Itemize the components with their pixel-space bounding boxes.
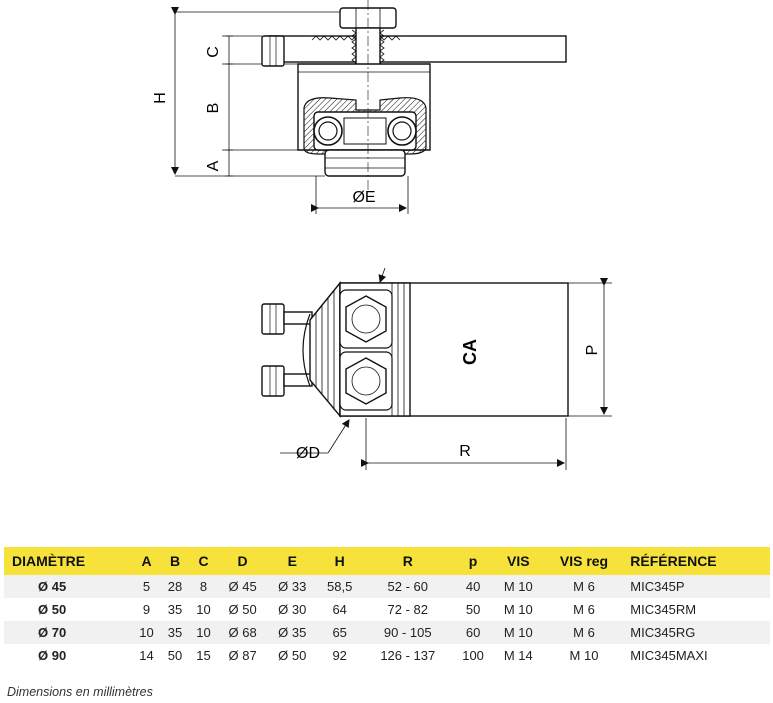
table-cell: M 10 [492,598,544,621]
table-row: Ø 90 14 50 15 Ø 87 Ø 50 92 126 - 137 100… [4,644,770,667]
table-cell: 50 [160,644,190,667]
table-cell: 100 [453,644,493,667]
table-cell: Ø 50 [4,598,133,621]
table-cell: M 10 [543,644,625,667]
table-cell: 40 [453,575,493,598]
table-cell: Ø 50 [267,644,318,667]
table-cell: 90 - 105 [362,621,454,644]
table-cell: Ø 68 [217,621,268,644]
table-cell: Ø 90 [4,644,133,667]
table-cell: 10 [132,621,161,644]
header-cell: E [267,547,318,575]
table-cell: 10 [189,621,218,644]
table-cell: M 6 [543,598,625,621]
dim-label-h: H [152,92,169,104]
dim-label-r: R [459,443,471,460]
table-cell: 60 [453,621,493,644]
table-cell: M 14 [492,644,544,667]
table-cell: Ø 70 [4,621,133,644]
header-cell: B [160,547,190,575]
header-cell: D [217,547,268,575]
table-cell: MIC345RM [624,598,770,621]
table-cell: 50 [453,598,493,621]
dim-label-c: C [205,46,222,58]
table-cell: 10 [189,598,218,621]
table-cell: Ø 87 [217,644,268,667]
table-cell: Ø 35 [267,621,318,644]
table-cell: 64 [317,598,363,621]
table-cell: 5 [132,575,161,598]
table-cell: Ø 30 [267,598,318,621]
table-cell: 92 [317,644,363,667]
header-cell: R [362,547,454,575]
table-cell: 28 [160,575,190,598]
table-cell: Ø 33 [267,575,318,598]
table-cell: M 6 [543,621,625,644]
logo-ca: CA [460,339,480,365]
table-cell: MIC345MAXI [624,644,770,667]
top-view [261,267,612,470]
header-cell: VIS reg [543,547,625,575]
dim-label-b: B [205,103,222,114]
table-cell: 35 [160,598,190,621]
table-row: Ø 45 5 28 8 Ø 45 Ø 33 58,5 52 - 60 40 M … [4,575,770,598]
table-cell: 126 - 137 [362,644,454,667]
table-cell: 15 [189,644,218,667]
table-cell: MIC345RG [624,621,770,644]
table-cell: Ø 50 [217,598,268,621]
table-cell: 65 [317,621,363,644]
header-cell: DIAMÈTRE [4,547,133,575]
table-cell: Ø 45 [217,575,268,598]
spec-table: DIAMÈTRE A B C D E H R p VIS VIS reg RÉF… [4,547,770,667]
table-row: Ø 70 10 35 10 Ø 68 Ø 35 65 90 - 105 60 M… [4,621,770,644]
table-cell: M 10 [492,575,544,598]
table-cell: 72 - 82 [362,598,454,621]
table-cell: MIC345P [624,575,770,598]
footnote: Dimensions en millimètres [7,685,153,699]
dim-label-p: P [584,345,601,356]
table-cell: M 10 [492,621,544,644]
side-view [171,0,567,214]
table-cell: M 6 [543,575,625,598]
technical-drawing: H C B A ØE [152,0,612,470]
table-cell: Ø 45 [4,575,133,598]
table-cell: 8 [189,575,218,598]
dim-label-a: A [205,160,222,171]
header-cell: A [132,547,161,575]
header-cell: H [317,547,363,575]
table-cell: 58,5 [317,575,363,598]
header-cell: p [453,547,493,575]
table-header-row: DIAMÈTRE A B C D E H R p VIS VIS reg RÉF… [4,547,770,575]
table-row: Ø 50 9 35 10 Ø 50 Ø 30 64 72 - 82 50 M 1… [4,598,770,621]
dim-label-e: ØE [352,189,375,206]
dim-label-d: ØD [296,445,320,462]
table-cell: 52 - 60 [362,575,454,598]
header-cell: RÉFÉRENCE [624,547,770,575]
table-cell: 14 [132,644,161,667]
table-cell: 9 [132,598,161,621]
table-cell: 35 [160,621,190,644]
header-cell: C [189,547,218,575]
header-cell: VIS [492,547,544,575]
